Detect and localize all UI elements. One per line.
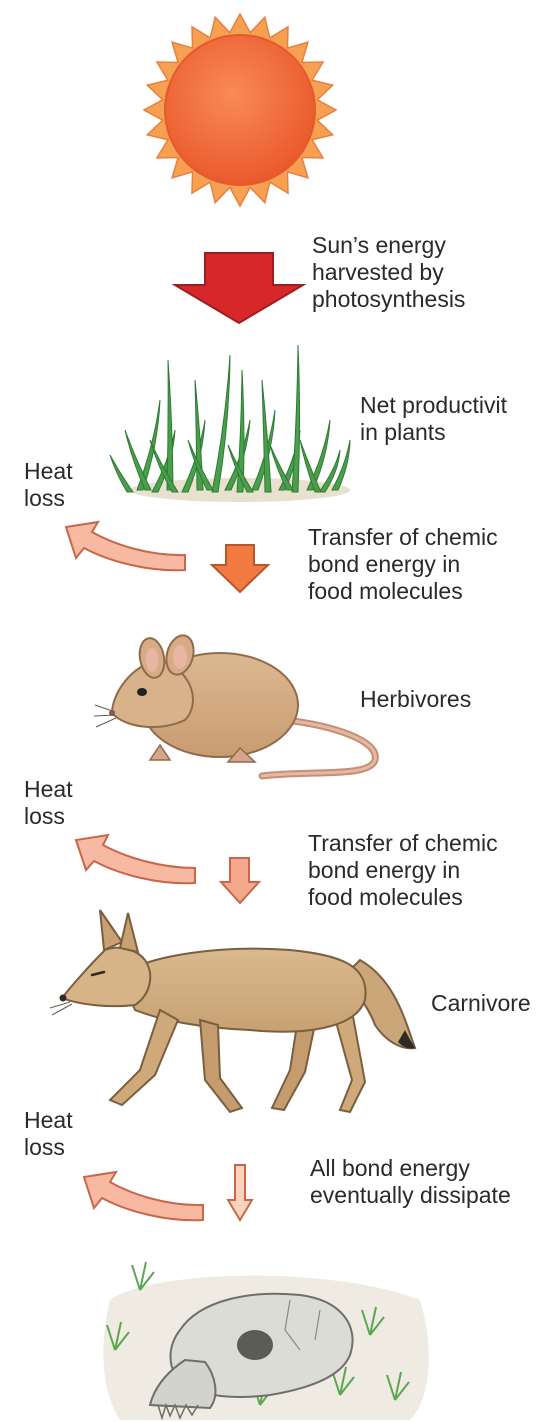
transfer-label-2: Transfer of chemic bond energy in food m… (308, 830, 498, 911)
photosynthesis-arrow (175, 253, 303, 323)
heat-loss-arrow-1 (66, 522, 185, 570)
transfer-arrow-2 (221, 858, 259, 903)
skull-icon (103, 1262, 428, 1420)
herbivores-label: Herbivores (360, 686, 471, 713)
transfer-arrow-1 (212, 545, 268, 592)
heat-loss-label-2: Heat loss (24, 776, 73, 830)
dissipation-label: All bond energy eventually dissipate (310, 1155, 511, 1209)
mouse-icon (94, 632, 375, 776)
heat-loss-arrow-2 (76, 835, 195, 883)
dissipation-arrow (228, 1165, 252, 1220)
heat-loss-label-3: Heat loss (24, 1107, 73, 1161)
sun-energy-label: Sun’s energy harvested by photosynthesis (312, 232, 465, 313)
carnivores-label: Carnivore (431, 990, 531, 1017)
heat-loss-label-1: Heat loss (24, 458, 73, 512)
fox-icon (50, 910, 415, 1112)
transfer-label-1: Transfer of chemic bond energy in food m… (308, 524, 498, 605)
net-productivity-label: Net productivit in plants (360, 392, 507, 446)
grass-icon (110, 345, 350, 502)
sun-icon (144, 14, 336, 206)
heat-loss-arrow-3 (84, 1172, 203, 1220)
